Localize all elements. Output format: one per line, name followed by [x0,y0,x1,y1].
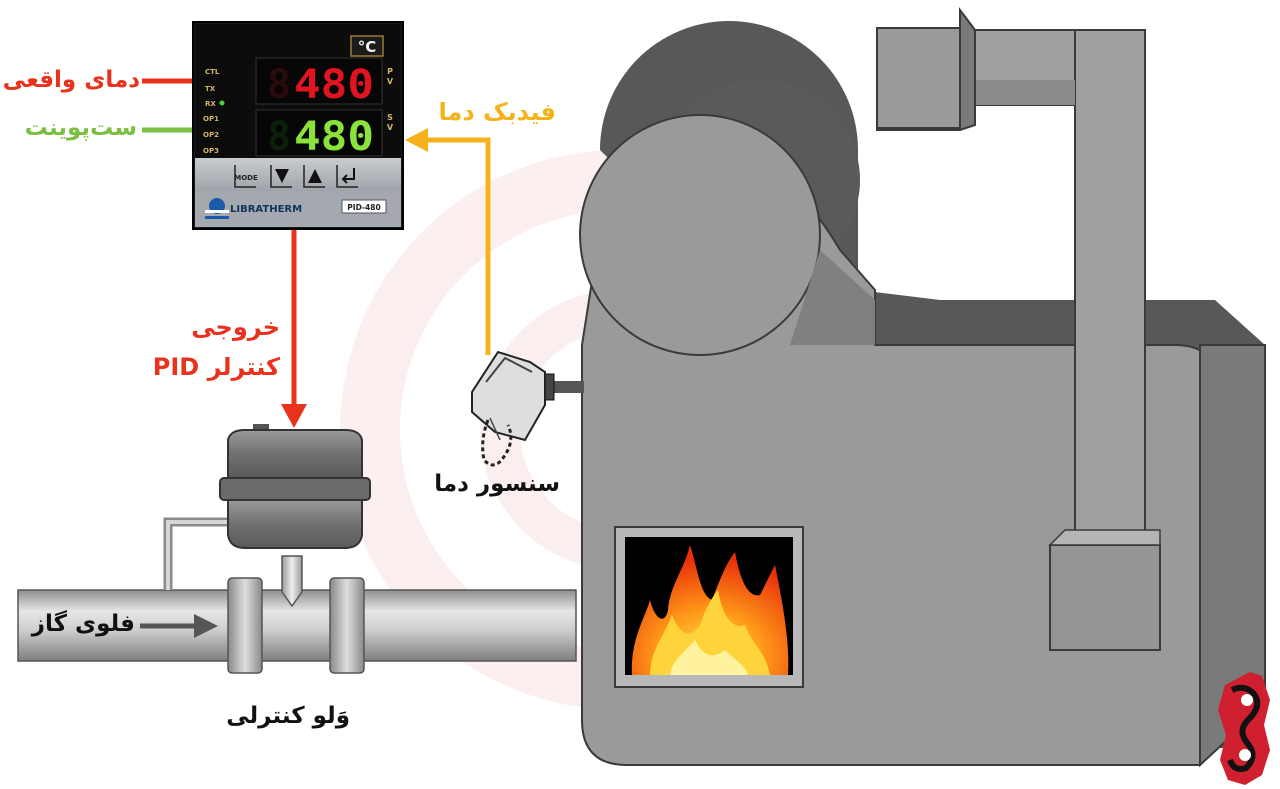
pid-output-label-line1: خروجی [191,313,280,341]
setpoint-label: ست‌پوینت [24,115,137,141]
sv-display: 480 [294,114,374,160]
pid-controller: °C 8 480 8 480 P V S V CTL TX RX OP1 OP2… [192,21,404,230]
temperature-sensor [471,350,584,467]
feedback-line [425,137,491,355]
led-label-ctl: CTL [205,68,220,76]
flame-icon [631,545,789,675]
enter-button-icon[interactable] [341,168,355,184]
gas-flow-arrow-icon [194,614,218,638]
temp-sensor-label: سنسور دما [434,471,560,497]
pv-side-letter-2: V [387,77,394,86]
mode-button[interactable]: MODE [234,174,258,182]
gas-flow-label: فلوی گاز [31,611,135,637]
feedback-arrow-icon [405,128,428,152]
pid-output-arrow-icon [281,404,307,428]
led-label-rx: RX [205,100,216,108]
unit-label: °C [358,38,377,56]
libratherm-logo-icon [205,198,229,219]
led-label-op1: OP1 [203,115,219,123]
actual-temp-label: دمای واقعی [2,67,140,93]
rx-led-indicator [219,100,225,106]
led-label-op3: OP3 [203,147,219,155]
led-label-tx: TX [205,85,216,93]
svg-text:8: 8 [267,62,291,108]
brand-logo-icon [1218,672,1270,785]
control-valve-label: وَلو کنترلی [226,703,350,729]
down-arrow-button-icon[interactable] [275,169,289,183]
control-valve [219,424,371,674]
model-badge: PID-480 [347,203,380,212]
svg-text:8: 8 [267,114,291,160]
chimney [876,7,1161,651]
up-arrow-button-icon[interactable] [308,169,322,183]
gas-pipeline [17,517,577,662]
temp-feedback-label: فیدبک دما [438,98,556,126]
pv-display: 480 [294,62,374,108]
fire-window [614,526,804,688]
sv-side-letter-2: V [387,123,394,132]
led-label-op2: OP2 [203,131,219,139]
pid-output-label-line2: کنترلر PID [152,353,280,381]
sv-side-letter-1: S [387,113,393,122]
brand-name: LIBRATHERM [230,204,302,215]
pv-side-letter-1: P [387,67,393,76]
